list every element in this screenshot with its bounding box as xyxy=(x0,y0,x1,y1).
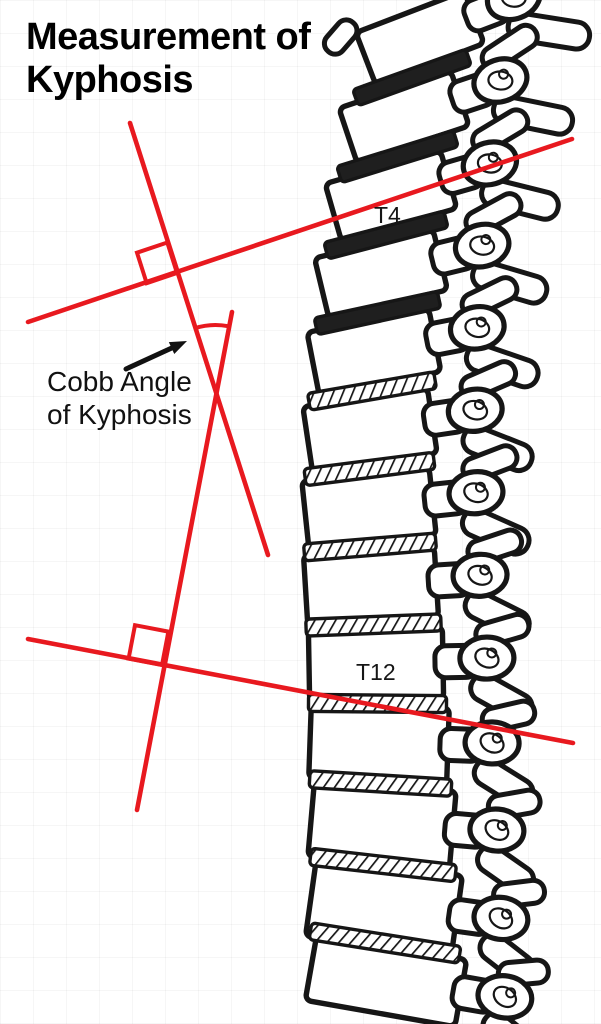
t12-endplate-line xyxy=(25,636,576,746)
disc-sketch xyxy=(336,129,459,184)
t12-perpendicular-line xyxy=(134,309,235,813)
t12-label: T12 xyxy=(356,659,396,685)
t4-endplate-line xyxy=(25,136,575,325)
cobb-angle-arrow-shaft xyxy=(123,344,176,372)
cobb-angle-label: Cobb Angle of Kyphosis xyxy=(47,366,192,430)
vertebra-sketch xyxy=(321,0,593,86)
t4-right-angle-marker xyxy=(134,239,180,286)
vertebra-sketch xyxy=(305,275,541,397)
disc-sketch xyxy=(307,921,463,965)
vertebra-sketch xyxy=(300,359,535,474)
cobb-angle-arc xyxy=(194,322,229,331)
disc-sketch xyxy=(306,370,438,412)
vertebra-sketch xyxy=(305,776,543,896)
page-title: Measurement of Kyphosis xyxy=(26,16,311,102)
vertebra-sketch xyxy=(299,443,532,557)
spine-sketch xyxy=(299,0,593,1024)
t4-perpendicular-line xyxy=(127,120,271,558)
t4-label: T4 xyxy=(374,202,401,228)
disc-sketch xyxy=(302,531,438,563)
disc-sketch xyxy=(302,451,437,487)
disc-sketch xyxy=(304,612,443,638)
disc-sketch xyxy=(352,48,472,107)
cobb-angle-arrow-head xyxy=(168,341,187,354)
vertebra-sketch xyxy=(305,611,535,724)
disc-sketch xyxy=(307,769,454,798)
disc-sketch xyxy=(313,290,442,336)
vertebra-sketch xyxy=(303,931,551,1024)
t12-right-angle-marker xyxy=(126,622,171,668)
disc-sketch xyxy=(323,210,449,260)
disc-sketch xyxy=(308,847,458,883)
cobb-measurement-overlay xyxy=(25,120,576,813)
